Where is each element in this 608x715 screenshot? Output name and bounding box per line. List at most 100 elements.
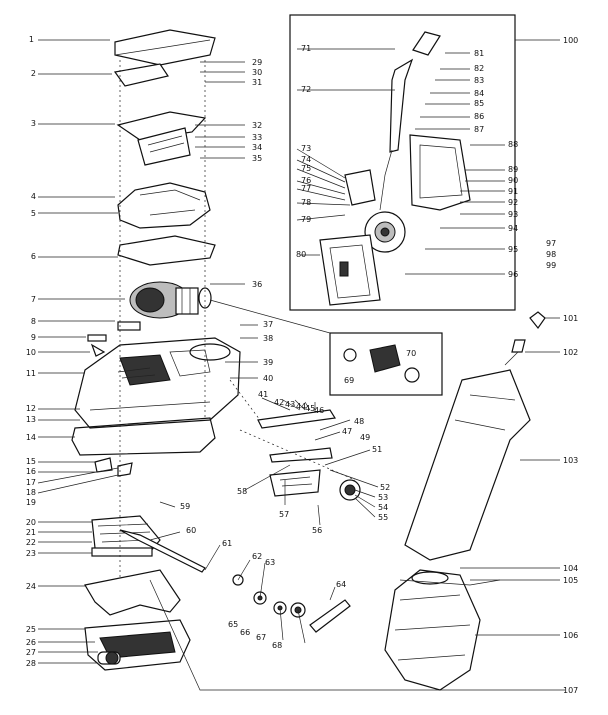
drive-belt	[189, 343, 231, 361]
callout-44: 44	[296, 402, 306, 411]
cord-clip	[504, 311, 546, 366]
callout-20: 20	[26, 518, 36, 527]
callout-76: 76	[301, 176, 311, 185]
callout-80: 80	[296, 250, 306, 259]
callout-4: 4	[31, 192, 36, 201]
callout-82: 82	[474, 64, 484, 73]
callout-104: 104	[563, 564, 578, 573]
callout-21: 21	[26, 528, 36, 537]
callout-71: 71	[301, 44, 311, 53]
callout-11: 11	[26, 369, 36, 378]
switch-assembly	[343, 344, 420, 383]
callout-92: 92	[508, 198, 518, 207]
callout-27: 27	[26, 648, 36, 657]
callout-28: 28	[26, 659, 36, 668]
callout-88: 88	[508, 140, 518, 149]
callout-60: 60	[186, 526, 196, 535]
callout-83: 83	[474, 76, 484, 85]
callout-101: 101	[563, 314, 578, 323]
callout-58: 58	[237, 487, 247, 496]
motor-assembly	[129, 281, 212, 319]
motor-hood	[117, 182, 211, 229]
callout-51: 51	[372, 445, 382, 454]
callout-2: 2	[31, 69, 36, 78]
callout-34: 34	[252, 143, 262, 152]
callout-32: 32	[252, 121, 262, 130]
callout-22: 22	[26, 538, 36, 547]
callout-85: 85	[474, 99, 484, 108]
handle-assembly-box	[289, 14, 516, 311]
callout-78: 78	[301, 198, 311, 207]
callout-39: 39	[263, 358, 273, 367]
callout-labels: 1 2 3 4 5 6 7 8 9 10 11 12 13 14 15 16 1…	[26, 35, 578, 695]
callout-23: 23	[26, 549, 36, 558]
callout-100: 100	[563, 36, 578, 45]
callout-98: 98	[546, 250, 556, 259]
callout-24: 24	[26, 582, 36, 591]
callout-79: 79	[301, 215, 311, 224]
pulley-washers	[232, 574, 351, 633]
callout-12: 12	[26, 404, 36, 413]
callout-66: 66	[240, 628, 250, 637]
beater-brush-assembly	[91, 515, 161, 557]
callout-41: 41	[258, 390, 268, 399]
callout-94: 94	[508, 224, 518, 233]
callout-42: 42	[274, 398, 284, 407]
callout-77: 77	[301, 184, 311, 193]
callout-1: 1	[29, 35, 34, 44]
callout-13: 13	[26, 415, 36, 424]
callout-56: 56	[312, 526, 322, 535]
callout-75: 75	[301, 164, 311, 173]
callout-46: 46	[314, 406, 324, 415]
callout-107: 107	[563, 686, 578, 695]
callout-67: 67	[256, 633, 266, 642]
callout-5: 5	[31, 209, 36, 218]
callout-33: 33	[252, 133, 262, 142]
callout-14: 14	[26, 433, 36, 442]
callout-72: 72	[301, 85, 311, 94]
callout-73: 73	[301, 144, 311, 153]
leader-lines	[37, 39, 560, 664]
callout-18: 18	[26, 488, 36, 497]
callout-43: 43	[285, 400, 295, 409]
callout-15: 15	[26, 457, 36, 466]
callout-70: 70	[406, 349, 416, 358]
callout-55: 55	[378, 513, 388, 522]
callout-36: 36	[252, 280, 262, 289]
callout-103: 103	[563, 456, 578, 465]
callout-106: 106	[563, 631, 578, 640]
callout-57: 57	[279, 510, 289, 519]
callout-97: 97	[546, 239, 556, 248]
inset-box-switch	[329, 332, 443, 396]
callout-38: 38	[263, 334, 273, 343]
callout-17: 17	[26, 478, 36, 487]
callout-102: 102	[563, 348, 578, 357]
callout-91: 91	[508, 187, 518, 196]
callout-19: 19	[26, 498, 36, 507]
bottom-plate	[84, 569, 181, 616]
callout-81: 81	[474, 49, 484, 58]
gasket	[117, 235, 216, 266]
callout-93: 93	[508, 210, 518, 219]
callout-96: 96	[508, 270, 518, 279]
callout-65: 65	[228, 620, 238, 629]
wheel-brackets	[94, 457, 133, 477]
hood-lens	[113, 63, 169, 87]
callout-40: 40	[263, 374, 273, 383]
callout-52: 52	[380, 483, 390, 492]
callout-47: 47	[342, 427, 352, 436]
callout-69: 69	[344, 376, 354, 385]
callout-31: 31	[252, 78, 262, 87]
callout-49: 49	[360, 433, 370, 442]
callout-84: 84	[474, 89, 484, 98]
callout-89: 89	[508, 165, 518, 174]
callout-63: 63	[265, 558, 275, 567]
callout-37: 37	[263, 320, 273, 329]
callout-74: 74	[301, 155, 311, 164]
callout-86: 86	[474, 112, 484, 121]
callout-53: 53	[378, 493, 388, 502]
outer-bag	[384, 369, 531, 691]
callout-99: 99	[546, 261, 556, 270]
callout-59: 59	[180, 502, 190, 511]
